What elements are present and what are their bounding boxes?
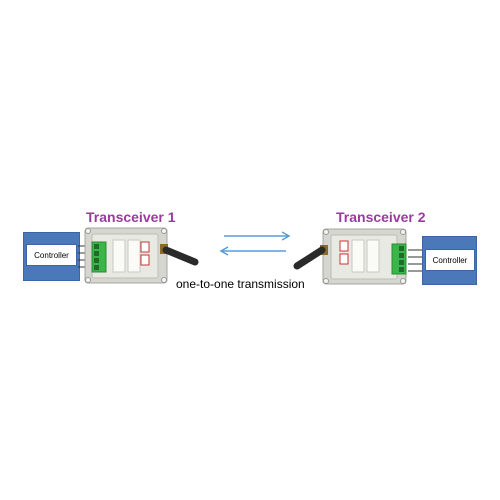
controller-right-box: Controller [422, 236, 477, 285]
transceiver-2-module [293, 228, 407, 285]
controller-left-label: Controller [26, 244, 77, 266]
right-wires [408, 249, 422, 272]
terminal-block-icon [91, 241, 107, 273]
controller-left-box: Controller [23, 232, 80, 281]
transmission-caption: one-to-one transmission [176, 277, 305, 291]
transceiver-1-module [84, 227, 199, 284]
terminal-block-icon [391, 243, 407, 275]
antenna-icon [293, 245, 328, 270]
controller-right-label: Controller [425, 249, 475, 271]
transceiver-1-title: Transceiver 1 [86, 209, 176, 225]
bidirectional-arrow-icon [219, 231, 291, 256]
antenna-icon [160, 244, 199, 266]
transceiver-2-title: Transceiver 2 [336, 209, 426, 225]
